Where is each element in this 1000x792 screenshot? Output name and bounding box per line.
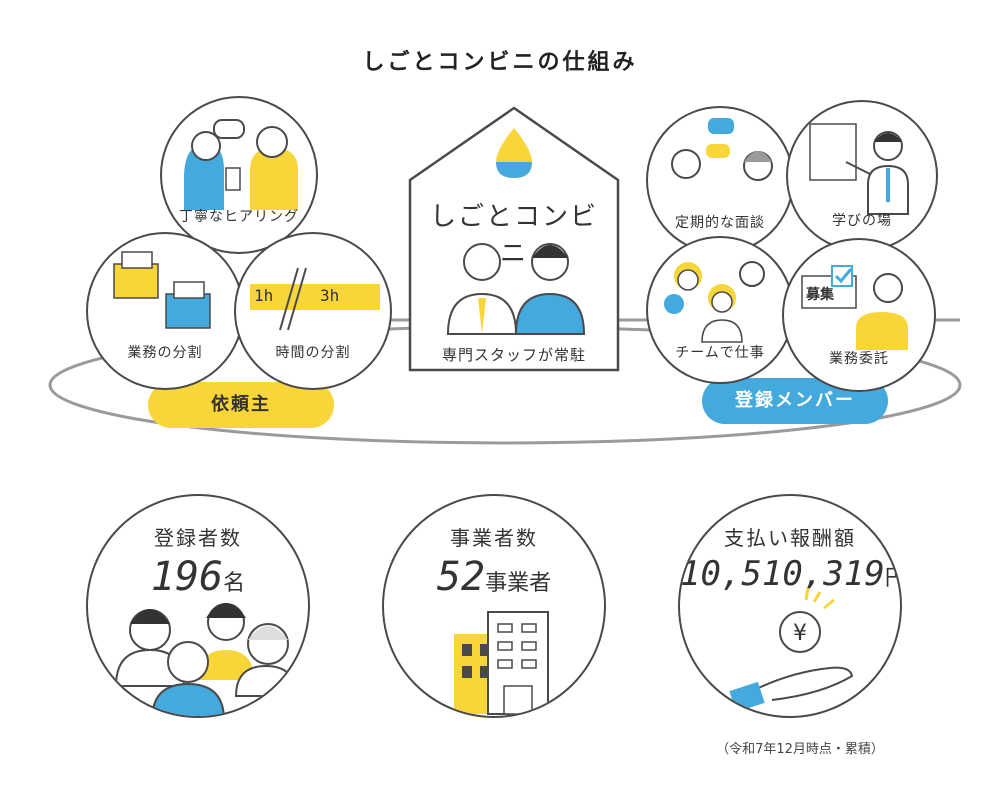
outsourcing-circle: 募集 業務委託 <box>782 238 936 392</box>
house-logo-text: しごとコンビニ <box>429 202 598 269</box>
house-caption: 専門スタッフが常駐 <box>441 346 586 364</box>
stat-registrants-circle: 登録者数 196名 <box>86 494 310 718</box>
stat-businesses-circle: 事業者数 52事業者 <box>382 494 606 718</box>
interview-label: 定期的な面談 <box>675 215 765 231</box>
time-bar-illustration <box>250 267 380 331</box>
interview-illustration <box>671 118 773 181</box>
outsourcing-illustration <box>801 265 908 350</box>
system-diagram: 依頼主 登録メンバー 丁寧なヒアリング 業務の分割 1 <box>48 96 962 445</box>
client-pill: 依頼主 <box>148 382 334 428</box>
stat-businesses-unit: 事業者 <box>485 571 552 596</box>
learning-illustration <box>809 123 909 215</box>
time-split-label: 時間の分割 <box>275 345 351 361</box>
stat-registrants-title: 登録者数 <box>154 526 242 550</box>
yen-coin-illustration: ¥ <box>729 587 854 713</box>
stat-registrants-number: 196 <box>150 554 224 600</box>
house-shape <box>408 106 620 372</box>
hearing-illustration <box>184 119 298 210</box>
time-1h: 1h <box>254 286 274 305</box>
task-split-label: 業務の分割 <box>127 345 203 361</box>
stat-businesses-title: 事業者数 <box>450 526 538 550</box>
hearing-circle: 丁寧なヒアリング <box>160 96 318 254</box>
time-3h: 3h <box>320 286 340 305</box>
stat-registrants-value: 196名 <box>88 554 308 600</box>
stat-payments-unit: 円 <box>885 566 900 591</box>
people-illustration <box>114 603 298 716</box>
time-split-circle: 1h 3h 時間の分割 <box>234 232 392 390</box>
building-illustration <box>454 611 549 715</box>
stat-registrants-unit: 名 <box>223 571 246 596</box>
stats-note: （令和7年12月時点・累積） <box>716 742 884 757</box>
stat-businesses-number: 52 <box>436 554 486 600</box>
client-pill-label: 依頼主 <box>211 394 271 415</box>
stat-businesses-value: 52事業者 <box>384 554 604 600</box>
diagram-title: しごとコンビニの仕組み <box>362 50 638 75</box>
member-pill-label: 登録メンバー <box>735 390 855 411</box>
outsourcing-label: 業務委託 <box>829 351 889 367</box>
hearing-label: 丁寧なヒアリング <box>179 209 299 225</box>
learning-circle: 学びの場 <box>786 100 938 252</box>
team-illustration <box>664 261 765 343</box>
stat-payments-title: 支払い報酬額 <box>724 526 856 550</box>
team-label: チームで仕事 <box>675 345 765 361</box>
team-circle: チームで仕事 <box>646 236 794 384</box>
svg-text:¥: ¥ <box>793 621 807 646</box>
boxes-illustration <box>113 251 211 329</box>
interview-circle: 定期的な面談 <box>646 106 794 254</box>
stat-payments-number: 10,510,319 <box>680 554 885 594</box>
board-text: 募集 <box>806 287 834 303</box>
stat-payments-circle: 支払い報酬額 10,510,319円 ¥ <box>678 494 902 718</box>
task-split-circle: 業務の分割 <box>86 232 244 390</box>
stat-payments-value: 10,510,319円 <box>680 554 900 594</box>
learning-label: 学びの場 <box>832 213 892 229</box>
